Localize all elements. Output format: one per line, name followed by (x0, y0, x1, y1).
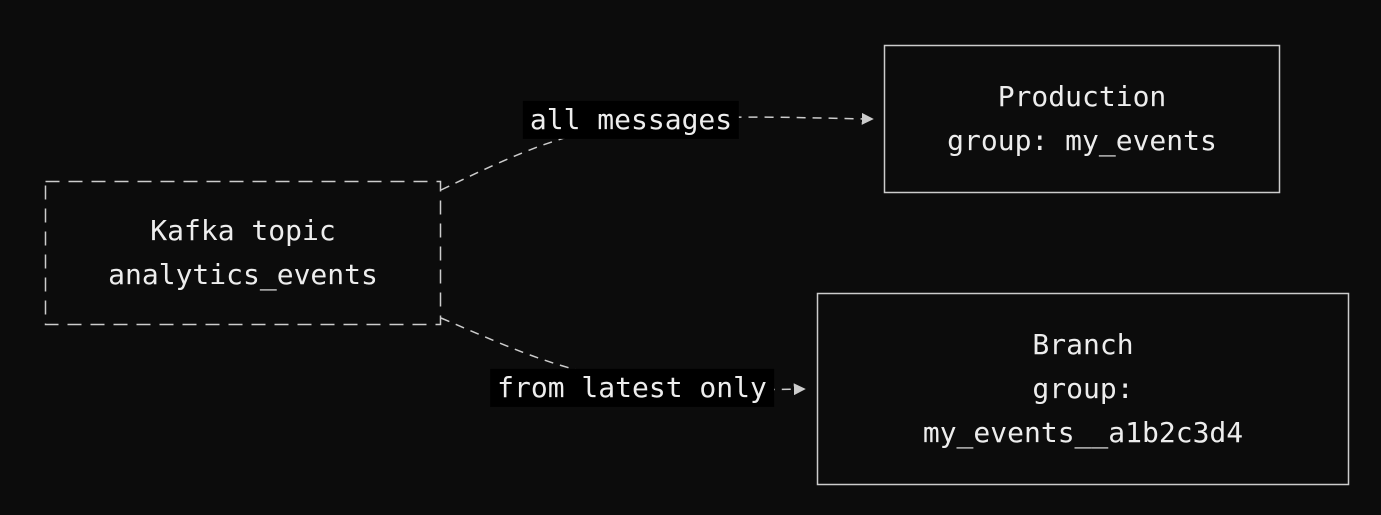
edge-label-from-latest-only: from latest only (490, 368, 774, 408)
node-production: Production group: my_events (884, 45, 1280, 193)
node-production-border (883, 44, 1281, 194)
node-production-line: Production (997, 80, 1167, 113)
node-branch-border (816, 292, 1350, 486)
node-kafka-topic: Kafka topic analytics_events (45, 181, 441, 325)
node-production-line: group: my_events (947, 124, 1217, 157)
node-branch-line: Branch (1032, 328, 1134, 361)
node-branch: Branch group: my_events__a1b2c3d4 (817, 293, 1349, 485)
node-kafka-topic-line: analytics_events (108, 258, 378, 291)
edge-label-all-messages: all messages (522, 100, 740, 140)
node-branch-line: my_events__a1b2c3d4 (922, 416, 1244, 449)
node-kafka-topic-border (44, 180, 442, 326)
node-branch-line: group: (1032, 372, 1134, 405)
node-kafka-topic-line: Kafka topic (150, 214, 336, 247)
